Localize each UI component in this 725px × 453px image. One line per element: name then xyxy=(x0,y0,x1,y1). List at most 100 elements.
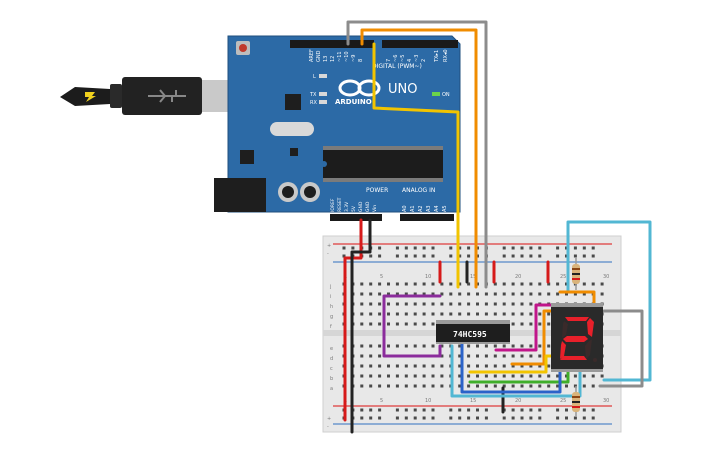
regulator xyxy=(240,150,254,164)
rail-plus-label-bottom: + xyxy=(327,416,331,422)
usb-icon xyxy=(148,89,186,103)
svg-text:GND: GND xyxy=(365,201,371,212)
svg-text:5: 5 xyxy=(380,274,383,280)
svg-text:10: 10 xyxy=(425,398,431,404)
wires[interactable] xyxy=(343,20,652,434)
svg-text:A4: A4 xyxy=(434,205,440,212)
svg-text:IOREF: IOREF xyxy=(330,198,336,212)
svg-text:~3: ~3 xyxy=(414,55,420,62)
svg-text:i: i xyxy=(330,294,331,300)
svg-text:2: 2 xyxy=(421,59,427,62)
svg-text:~9: ~9 xyxy=(351,55,357,62)
svg-text:12: 12 xyxy=(330,56,336,62)
led-tx-label: TX xyxy=(309,92,317,98)
svg-text:30: 30 xyxy=(603,398,609,404)
svg-text:~6: ~6 xyxy=(393,55,399,62)
svg-text:h: h xyxy=(330,304,333,310)
on-label: ON xyxy=(442,92,450,98)
usb-chip xyxy=(285,94,301,110)
rail-minus-label-bottom: - xyxy=(327,424,329,430)
segment-f xyxy=(562,321,568,338)
wire-yellow-data xyxy=(372,42,460,289)
svg-text:~10: ~10 xyxy=(344,51,350,62)
svg-text:TX▸1: TX▸1 xyxy=(434,50,440,63)
column-numbers: 1 5 10 15 20 25 30 1 5 10 15 20 25 30 xyxy=(344,274,609,404)
digit-segments xyxy=(560,317,597,362)
svg-text:AREF: AREF xyxy=(309,49,315,62)
uno-label: UNO xyxy=(388,82,417,97)
svg-text:A5: A5 xyxy=(442,205,448,212)
power-led xyxy=(432,92,440,96)
svg-text:30: 30 xyxy=(603,274,609,280)
svg-text:Vin: Vin xyxy=(372,205,378,212)
svg-text:A1: A1 xyxy=(410,205,416,212)
segment-a xyxy=(565,317,589,321)
chip-label: 74HC595 xyxy=(453,330,487,339)
rail-plus-label-top: + xyxy=(327,243,331,249)
seven-segment-display[interactable]: 2 xyxy=(551,303,603,372)
wire-cyan-left xyxy=(450,344,582,398)
wire-magenta xyxy=(494,303,558,352)
arduino-logo: ARDUINO xyxy=(335,79,381,106)
wire-orange-res xyxy=(558,290,596,306)
dc-jack[interactable] xyxy=(214,178,266,212)
svg-text:15: 15 xyxy=(470,274,476,280)
svg-text:b: b xyxy=(330,376,333,382)
svg-text:GND: GND xyxy=(358,201,364,212)
wire-black-gnd xyxy=(350,218,372,434)
svg-text:5V: 5V xyxy=(351,205,357,212)
svg-text:15: 15 xyxy=(470,398,476,404)
svg-text:3.3V: 3.3V xyxy=(344,201,350,212)
top-header-left[interactable] xyxy=(290,40,374,48)
wire-gray-display xyxy=(598,309,644,388)
usb-cable[interactable] xyxy=(60,77,234,115)
svg-text:j: j xyxy=(329,284,331,290)
svg-text:13: 13 xyxy=(323,56,329,62)
analog-pin-labels: A0 A1 A2 A3 A4 A5 xyxy=(402,205,448,212)
svg-text:~11: ~11 xyxy=(337,51,343,62)
svg-text:A0: A0 xyxy=(402,205,408,212)
resistor-bottom[interactable] xyxy=(572,386,580,416)
analog-label: ANALOG IN xyxy=(402,187,435,194)
segment-b xyxy=(587,318,594,337)
analog-header[interactable] xyxy=(400,214,454,221)
led-l-label: L xyxy=(313,74,316,80)
segment-e xyxy=(560,341,566,359)
svg-text:c: c xyxy=(330,366,333,372)
svg-text:4: 4 xyxy=(407,59,413,62)
svg-text:RESET: RESET xyxy=(337,197,343,212)
svg-text:~5: ~5 xyxy=(400,55,406,62)
svg-text:7: 7 xyxy=(386,59,392,62)
power-header[interactable] xyxy=(330,214,382,221)
svg-text:d: d xyxy=(330,356,333,362)
svg-text:f: f xyxy=(330,324,332,330)
svg-text:GND: GND xyxy=(316,50,322,62)
svg-text:g: g xyxy=(330,314,333,320)
atmega-chip xyxy=(323,150,443,178)
digital-label: DIGITAL (PWM~) xyxy=(372,63,422,70)
svg-text:8: 8 xyxy=(358,59,364,62)
segment-c xyxy=(585,339,592,359)
top-header-right[interactable] xyxy=(382,40,458,48)
svg-text:a: a xyxy=(330,386,333,392)
wire-orange-clock xyxy=(360,28,478,289)
svg-text:20: 20 xyxy=(515,398,521,404)
wire-purple xyxy=(382,294,442,358)
svg-text:10: 10 xyxy=(425,274,431,280)
svg-text:20: 20 xyxy=(515,274,521,280)
lightning-icon xyxy=(85,92,96,102)
arduino-board[interactable]: AREF GND 13 12 ~11 ~10 ~9 8 7 ~6 ~5 4 ~3… xyxy=(214,35,461,221)
svg-text:25: 25 xyxy=(560,398,566,404)
svg-text:RX◂0: RX◂0 xyxy=(443,49,449,62)
top-pin-labels: AREF GND 13 12 ~11 ~10 ~9 8 7 ~6 ~5 4 ~3… xyxy=(309,49,449,63)
rail-minus-label-top: - xyxy=(327,251,329,257)
row-letters: j i h g f e d c b a xyxy=(329,284,333,392)
shift-register-chip[interactable]: 74HC595 xyxy=(436,320,510,344)
svg-text:A3: A3 xyxy=(426,205,432,212)
segment-dp xyxy=(593,358,597,362)
svg-text:e: e xyxy=(330,346,333,352)
segment-d xyxy=(560,356,587,360)
resistor-top[interactable] xyxy=(572,258,580,290)
crystal xyxy=(270,122,314,136)
wire-cyan-loop xyxy=(566,220,652,382)
